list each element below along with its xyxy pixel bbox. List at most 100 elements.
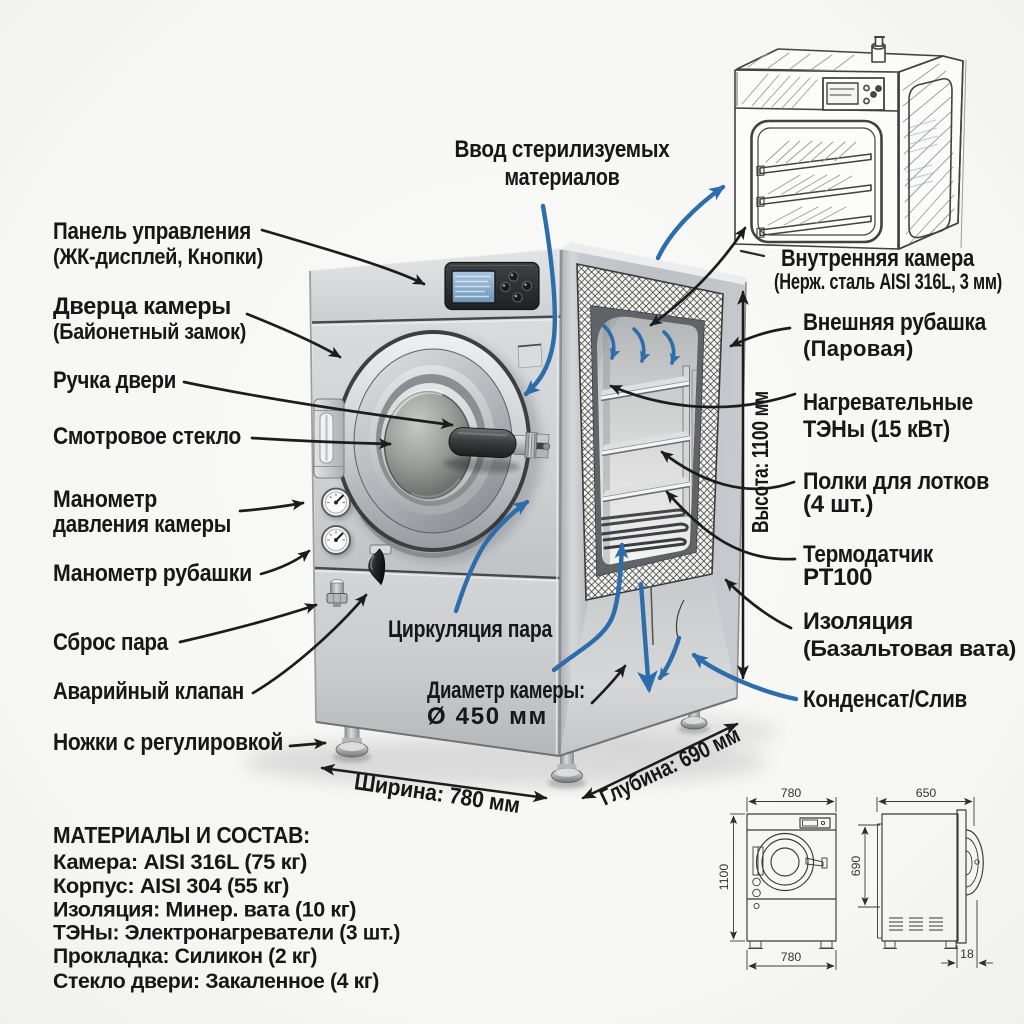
front-bottom-edge [315, 721, 560, 757]
sketch-shelf-hatching [765, 140, 857, 226]
callout-arrows [178, 226, 797, 750]
arrow-thermal-sensor [665, 490, 797, 561]
label-chamber-gauge-line1: Манометр [53, 486, 157, 513]
side-panel-seam [650, 585, 654, 646]
materials-item-1: Корпус: AISI 304 (55 кг) [53, 874, 289, 898]
labels: Ввод стерилизуемых материалов Панель упр… [53, 136, 1016, 818]
label-insulation-line1: Изоляция [803, 608, 913, 635]
label-steam-release: Сброс пара [53, 629, 169, 656]
bp-front-width-top: 780 [781, 786, 802, 800]
materials-block: МАТЕРИАЛЫ И СОСТАВ: Камера: AISI 316L (7… [53, 822, 401, 993]
label-diameter-line2: Ø 450 мм [427, 703, 546, 730]
foot-front-right [548, 747, 586, 789]
sketch-shelves [756, 153, 872, 239]
materials-item-2: Изоляция: Минер. вата (10 кг) [53, 898, 356, 922]
label-condensate: Конденсат/Слив [803, 686, 967, 713]
sketch-opening [750, 119, 883, 244]
materials-item-3: ТЭНы: Электронагреватели (3 шт.) [53, 921, 400, 945]
materials-item-0: Камера: AISI 316L (75 кг) [53, 850, 307, 874]
seam-top [311, 315, 562, 324]
arrow-insulation [724, 578, 793, 630]
arrow-feet [288, 738, 327, 750]
arrow-steam-down-big [637, 581, 682, 694]
bp-vent-slots [889, 917, 943, 931]
label-chamber-door-line2: (Байонетный замок) [53, 319, 246, 344]
label-chamber-gauge-line2: давления камеры [53, 511, 231, 538]
arrow-inner-chamber [649, 226, 747, 327]
blueprint-front-view: 780 1100 780 [717, 786, 837, 970]
bp-front-height: 1100 [717, 864, 731, 891]
chamber-pressure-gauge [321, 487, 354, 520]
dim-height-text: Высота: 1100 мм [747, 391, 773, 533]
sketch-blue-hatch [905, 119, 939, 189]
sketch-top-valve [871, 36, 886, 63]
label-inner-chamber-line1: Внутренняя камера [781, 245, 975, 272]
panel-buttons [500, 271, 533, 303]
sketch-side-frame [908, 77, 953, 239]
bp-side-height: 690 [849, 856, 863, 877]
label-thermal-line2: PT100 [803, 564, 872, 591]
arrow-diameter [590, 664, 627, 705]
bp-side-offset: 18 [960, 947, 974, 961]
arrow-steam-release [178, 603, 318, 644]
lcd-text-lines [455, 275, 491, 298]
arrows-steam-down [602, 324, 681, 365]
arrow-chamber-door [245, 312, 342, 359]
front-right-corner [558, 249, 563, 756]
control-panel [444, 261, 540, 311]
materials-item-5: Стекло двери: Закаленное (4 кг) [53, 969, 379, 993]
shelf-2 [601, 431, 691, 457]
door-hinge [313, 398, 345, 479]
dimension-lines [320, 290, 749, 803]
label-control-panel-line2: (ЖК-дисплей, Кнопки) [53, 244, 263, 269]
label-safety-valve: Аварийный клапан [53, 678, 244, 705]
label-sight-glass: Смотровое стекло [53, 423, 241, 450]
autoclave-machine [243, 242, 780, 789]
label-door-handle: Ручка двери [53, 367, 176, 394]
drain-outline [675, 599, 685, 639]
arrow-load-materials [523, 203, 558, 397]
blueprint-side-view: 650 690 18 [849, 786, 993, 968]
bp-front-width-bottom: 780 [781, 950, 802, 964]
inner-chamber-sketch [734, 36, 967, 258]
materials-item-4: Прокладка: Силикон (2 кг) [53, 944, 317, 968]
sketch-control-panel [822, 77, 885, 111]
sketch-side-hatch-clip [902, 63, 955, 244]
dim-depth-line [581, 722, 739, 800]
label-circulation: Циркуляция пара [388, 616, 553, 643]
arrow-circulation [453, 499, 530, 614]
label-heating-line1: Нагревательные [803, 389, 973, 416]
door-handle [443, 427, 551, 473]
arrow-control-panel [260, 228, 426, 286]
label-insulation-line2: (Базальтовая вата) [803, 636, 1016, 661]
seam-bottom [314, 566, 561, 580]
label-outer-jacket-line1: Внешняя рубашка [803, 309, 987, 336]
arrow-steam-up [551, 542, 629, 673]
materials-title: МАТЕРИАЛЫ И СОСТАВ: [53, 822, 310, 848]
arrow-door-handle [182, 380, 454, 430]
arrow-sight-glass [250, 436, 392, 450]
dim-width-line [320, 763, 548, 803]
safety-valve-lever [368, 544, 392, 586]
arrow-jacket-gauge [259, 549, 311, 576]
shelf-3 [602, 477, 691, 503]
arrow-heating-elements [609, 384, 797, 409]
chamber-door [313, 330, 551, 563]
label-chamber-door-line1: Дверца камеры [53, 293, 231, 320]
handle-grip [448, 427, 517, 459]
blueprint-views: 780 1100 780 650 690 [717, 786, 993, 970]
steam-release-valve [326, 579, 348, 607]
glass-highlight [391, 388, 444, 417]
label-outer-jacket-line2: (Паровая) [803, 336, 913, 361]
arrow-condensate [691, 652, 799, 702]
latch-plate [517, 343, 543, 369]
sketch-hatching [741, 52, 955, 244]
front-bottom-section [315, 568, 560, 756]
arrow-outer-jacket [729, 326, 792, 348]
arrow-safety-valve [251, 593, 368, 695]
arrow-chamber-gauge [238, 499, 305, 513]
latch-plate-edge [517, 343, 542, 348]
label-shelves-line1: Полки для лотков [803, 468, 989, 495]
